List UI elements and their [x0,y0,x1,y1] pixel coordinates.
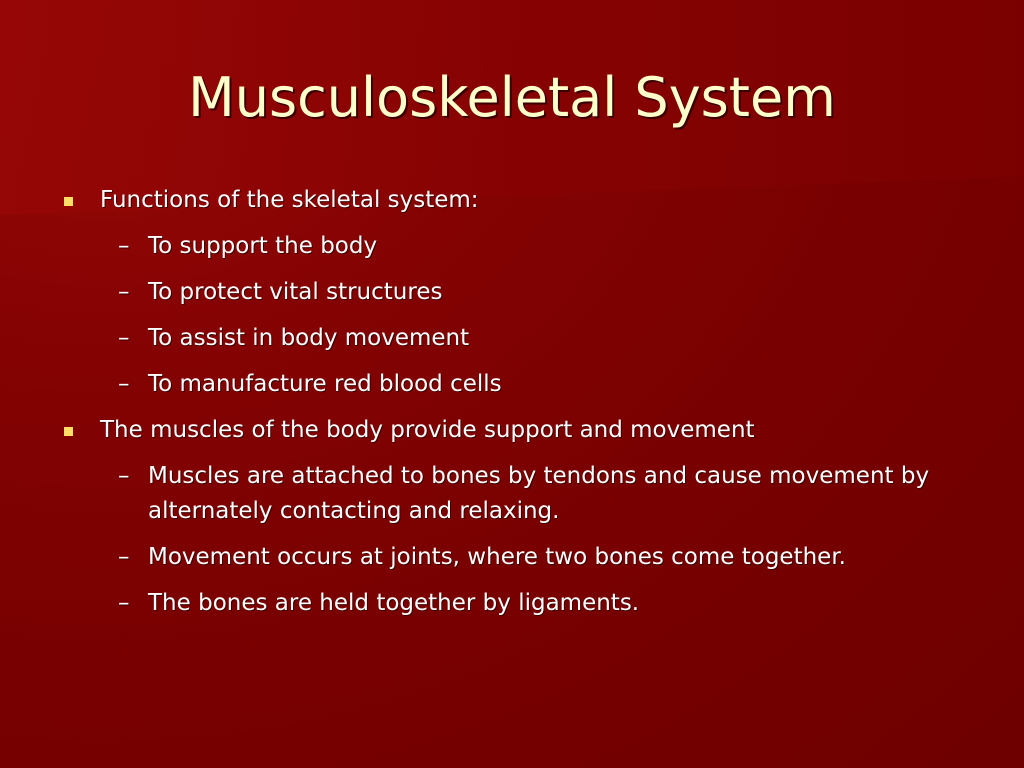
dash-icon: – [118,233,130,259]
sub-item: – Muscles are attached to bones by tendo… [104,459,968,529]
sub-item: – To protect vital structures [104,275,968,310]
slide-title: Musculoskeletal System [188,66,836,129]
sub-item: – The bones are held together by ligamen… [104,586,968,621]
dash-icon: – [118,325,130,351]
sub-item-text: Muscles are attached to bones by tendons… [148,463,930,524]
sub-list: – To support the body – To protect vital… [100,229,968,402]
sub-item-text: To support the body [148,233,378,259]
sub-item: – To support the body [104,229,968,264]
sub-item: – To manufacture red blood cells [104,367,968,402]
dash-icon: – [118,544,130,570]
bullet-square-icon [64,427,73,436]
dash-icon: – [118,463,130,489]
bullet-text: The muscles of the body provide support … [100,417,755,443]
dash-icon: – [118,371,130,397]
sub-item: – To assist in body movement [104,321,968,356]
sub-item-text: To manufacture red blood cells [148,371,502,397]
sub-item-text: The bones are held together by ligaments… [148,590,640,616]
sub-item: – Movement occurs at joints, where two b… [104,540,968,575]
bullet-text: Functions of the skeletal system: [100,187,479,213]
dash-icon: – [118,279,130,305]
bullet-muscles: The muscles of the body provide support … [58,413,968,621]
sub-item-text: To assist in body movement [148,325,470,351]
bullet-skeletal-functions: Functions of the skeletal system: – To s… [58,183,968,402]
dash-icon: – [118,590,130,616]
sub-item-text: To protect vital structures [148,279,443,305]
sub-list: – Muscles are attached to bones by tendo… [100,459,968,621]
bullet-square-icon [64,197,73,206]
title-band [0,0,1024,215]
bullet-list: Functions of the skeletal system: – To s… [58,183,968,621]
sub-item-text: Movement occurs at joints, where two bon… [148,544,846,570]
